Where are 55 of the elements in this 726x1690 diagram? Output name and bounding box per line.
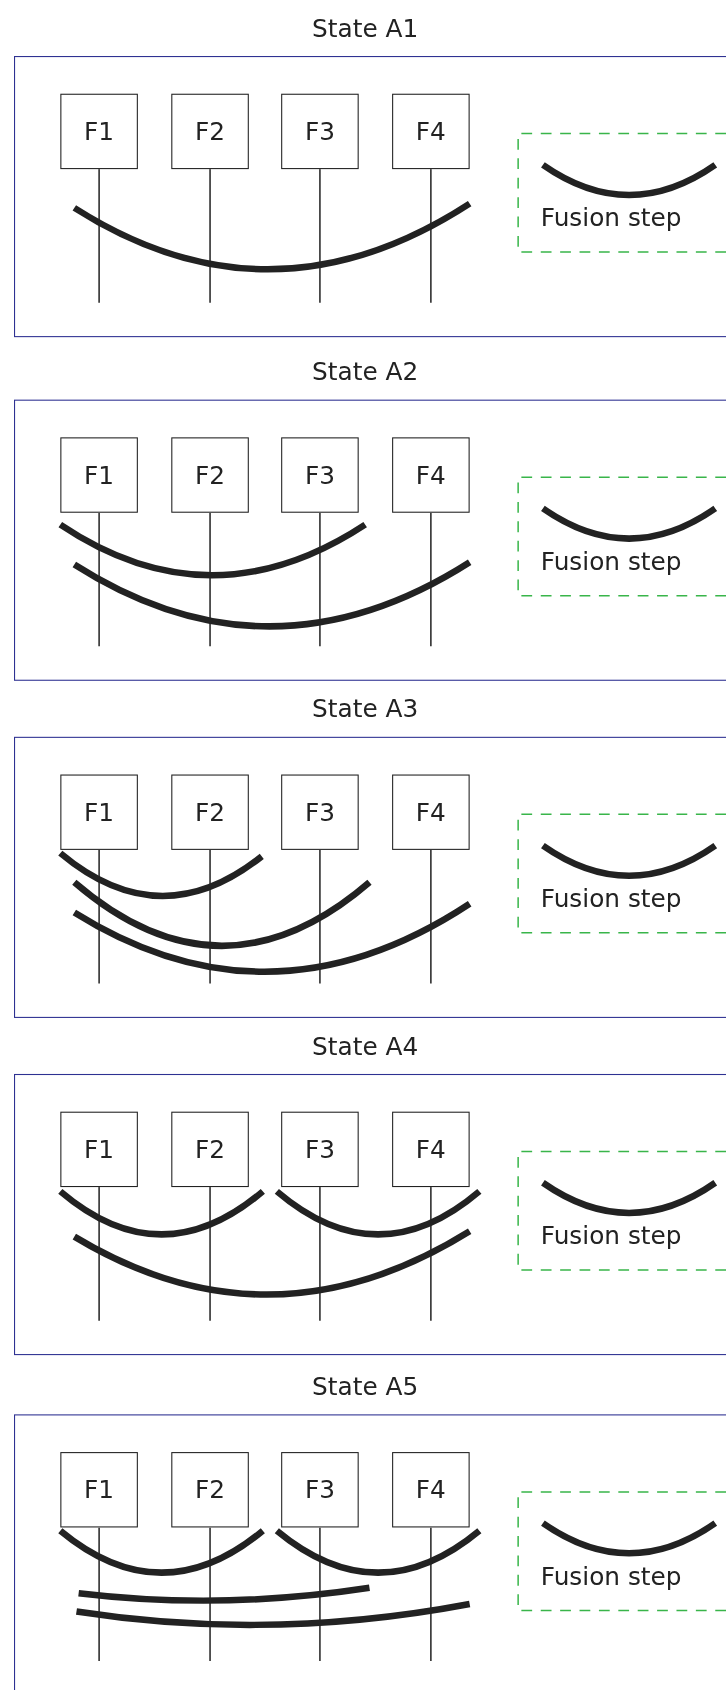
box-label: F3 <box>304 798 335 827</box>
feature-box <box>392 1452 470 1528</box>
feature-box <box>171 93 249 170</box>
box-label: F3 <box>304 1475 335 1504</box>
box-label: F3 <box>304 1135 335 1164</box>
box-label: F2 <box>195 1475 226 1504</box>
box-label: F4 <box>415 461 446 490</box>
fusion-step-box <box>517 1150 726 1272</box>
fusion-step-box <box>517 476 726 597</box>
fusion-step-box <box>517 132 726 254</box>
panel-title: State A5 <box>311 1372 420 1401</box>
box-label: F4 <box>415 798 446 827</box>
box-label: F4 <box>415 117 446 146</box>
fusion-step-label: Fusion step <box>540 203 682 232</box>
panel-title: State A2 <box>311 357 420 386</box>
box-label: F4 <box>415 1135 446 1164</box>
box-label: F1 <box>84 461 115 490</box>
box-label: F2 <box>195 1135 226 1164</box>
feature-box <box>392 437 470 513</box>
fusion-step-label: Fusion step <box>540 1221 682 1250</box>
feature-box <box>281 1111 359 1188</box>
box-label: F2 <box>195 117 226 146</box>
box-label: F1 <box>84 1135 115 1164</box>
feature-box <box>392 1111 470 1188</box>
feature-box <box>60 774 138 850</box>
fusion-step-label: Fusion step <box>540 547 682 576</box>
panel-title: State A1 <box>311 14 420 42</box>
feature-box <box>171 1452 249 1528</box>
feature-box <box>60 1452 138 1528</box>
fusion-step-label: Fusion step <box>540 1561 682 1590</box>
feature-box <box>281 1452 359 1528</box>
fusion-step-box <box>517 1490 726 1612</box>
box-label: F1 <box>84 798 115 827</box>
feature-box <box>60 93 138 170</box>
box-label: F2 <box>195 798 226 827</box>
feature-box <box>392 774 470 850</box>
feature-box <box>60 437 138 513</box>
box-label: F1 <box>84 1475 115 1504</box>
feature-box <box>171 1111 249 1188</box>
box-label: F2 <box>195 461 226 490</box>
box-label: F1 <box>84 117 115 146</box>
box-label: F4 <box>415 1475 446 1504</box>
feature-box <box>281 93 359 170</box>
feature-box <box>392 93 470 170</box>
feature-box <box>281 774 359 850</box>
feature-box <box>171 437 249 513</box>
box-label: F3 <box>304 461 335 490</box>
feature-box <box>281 437 359 513</box>
panel-title: State A4 <box>311 1031 420 1060</box>
fusion-step-label: Fusion step <box>540 884 682 913</box>
fusion-step-box <box>517 813 726 934</box>
feature-box <box>60 1111 138 1188</box>
panel-title: State A3 <box>311 694 420 723</box>
feature-box <box>171 774 249 850</box>
box-label: F3 <box>304 117 335 146</box>
